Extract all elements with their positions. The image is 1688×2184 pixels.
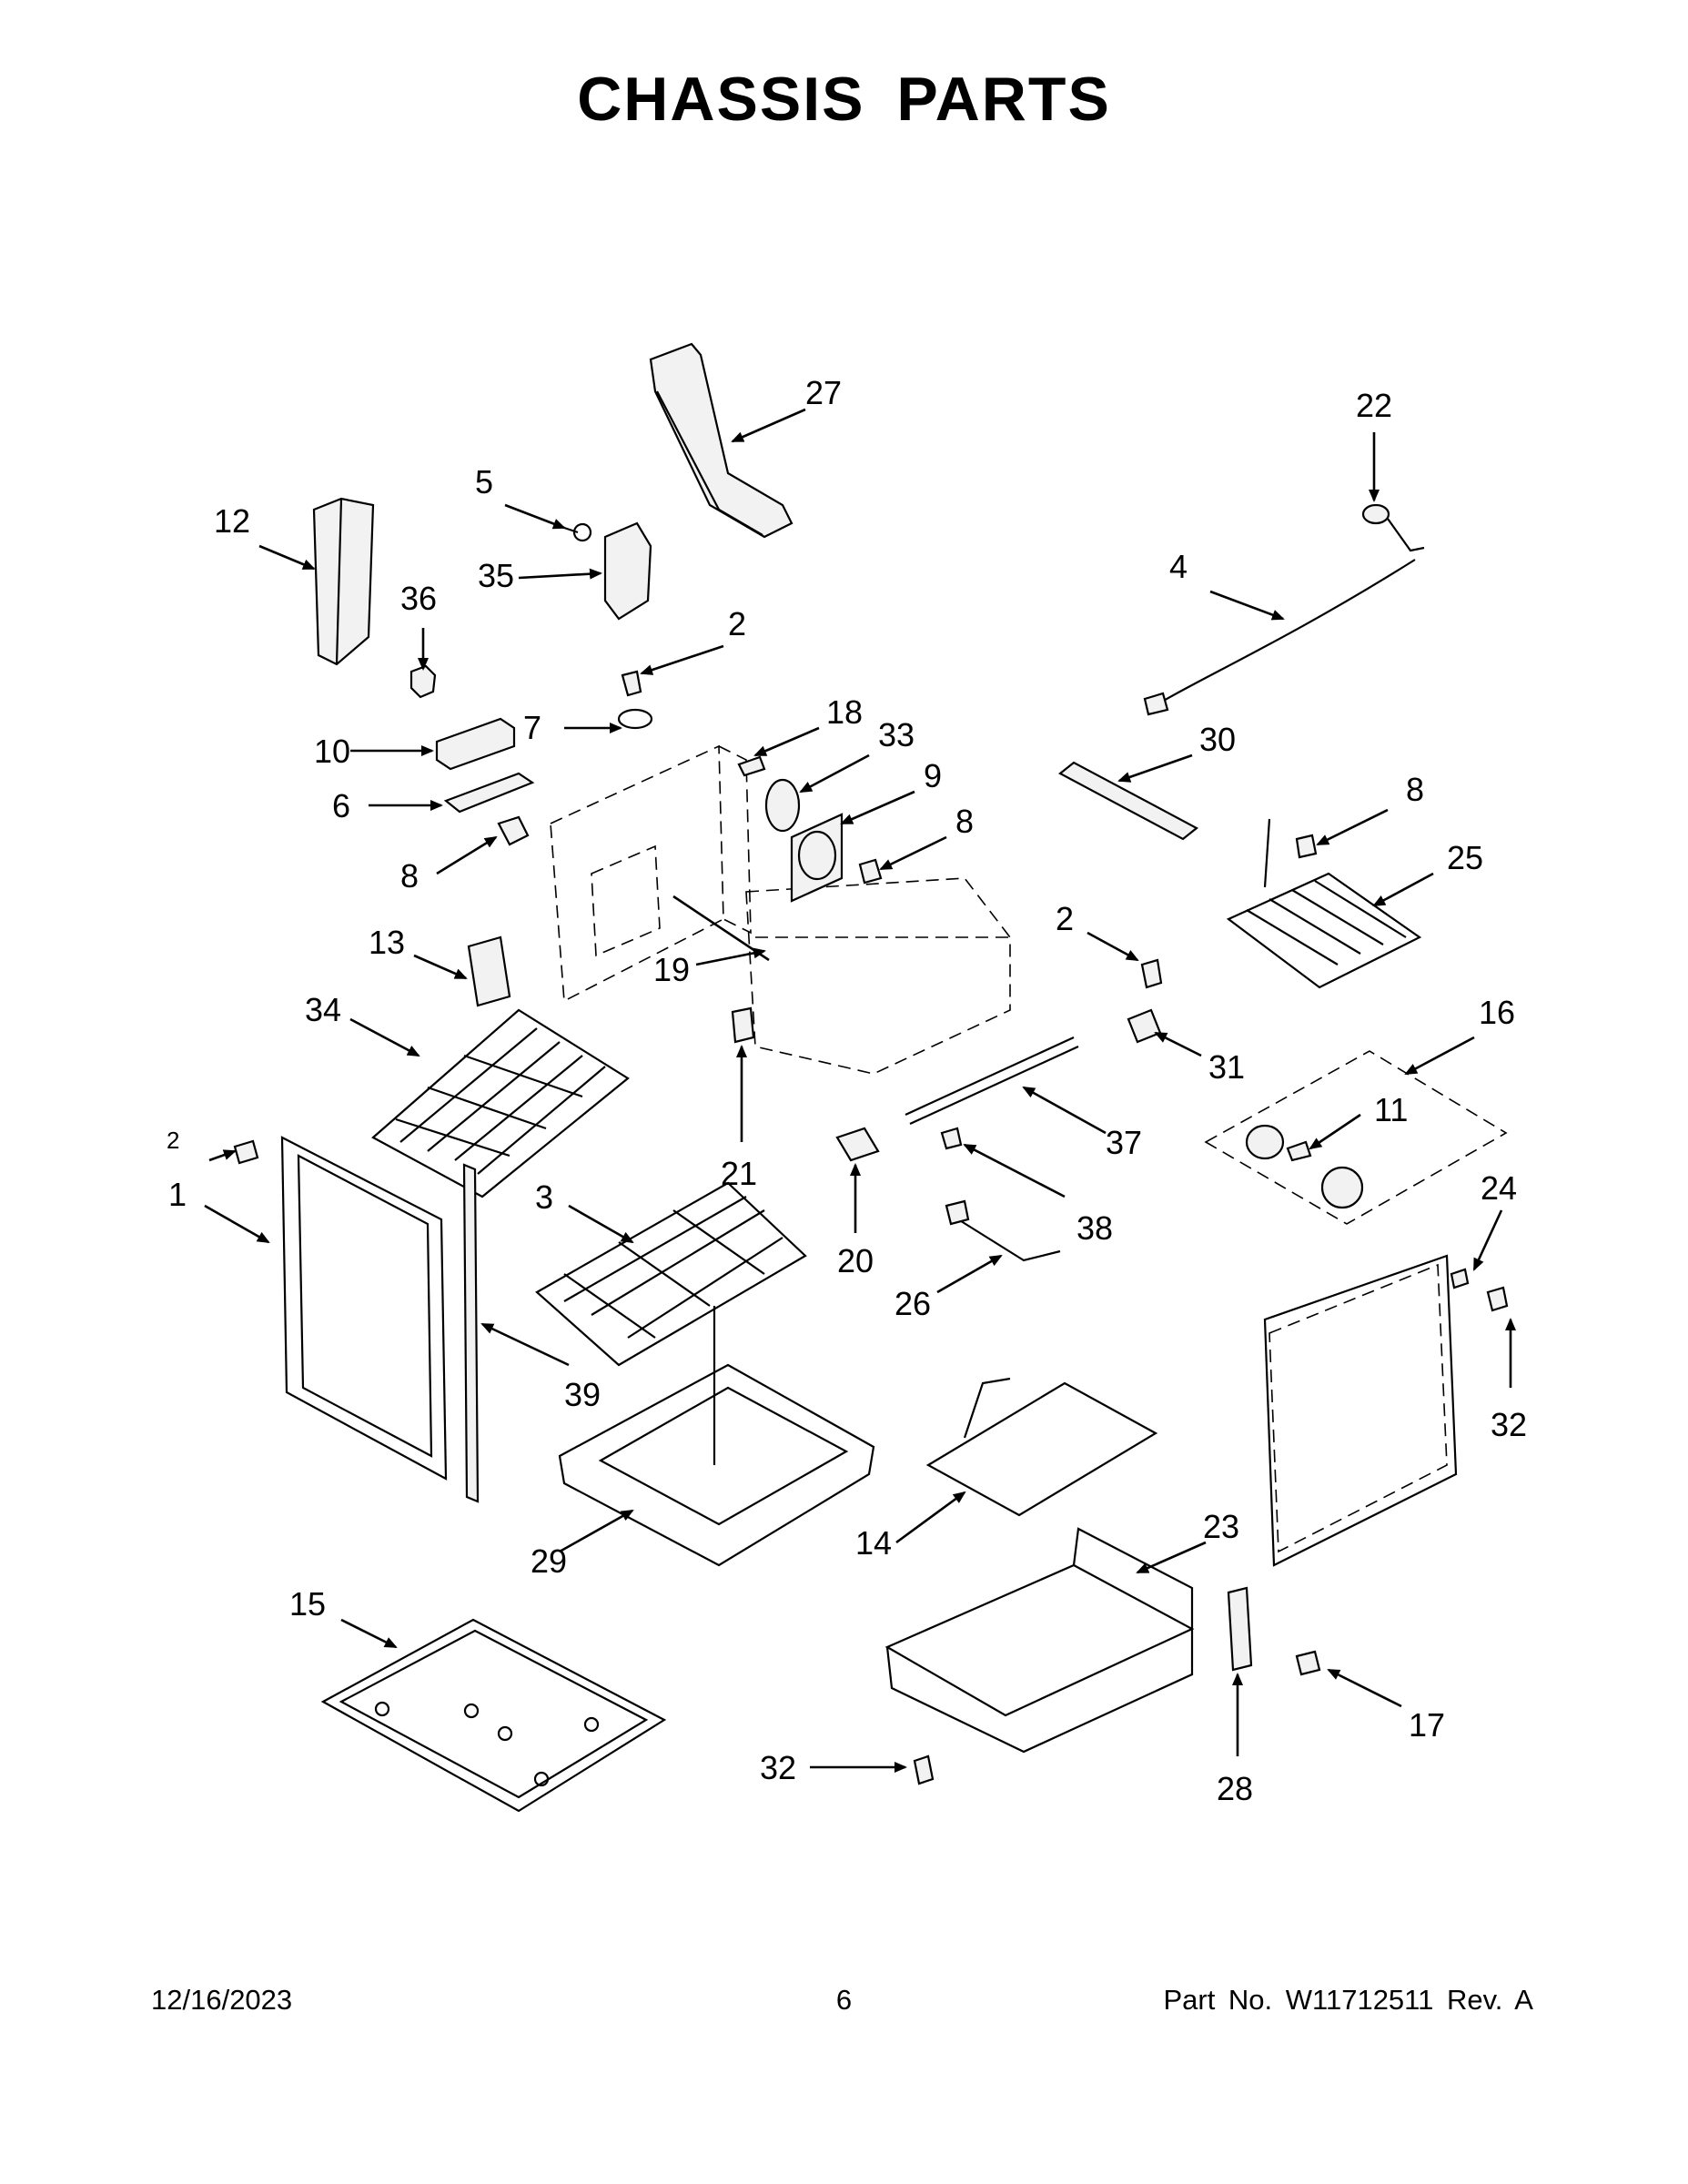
part-36-nut: [409, 664, 437, 699]
callout-29: 29: [531, 1542, 567, 1580]
callout-32-right: 32: [1491, 1406, 1527, 1443]
callout-28: 28: [1217, 1770, 1253, 1807]
callout-16: 16: [1479, 994, 1515, 1031]
callout-5: 5: [475, 463, 493, 500]
callout-8-mid: 8: [955, 803, 974, 840]
callout-22: 22: [1356, 387, 1392, 424]
callout-21: 21: [721, 1155, 757, 1192]
part-6-bracket: [443, 772, 535, 814]
part-12-bracket: [312, 497, 375, 666]
part-34-oven-rack: [371, 1008, 630, 1198]
part-28-bracket: [1227, 1586, 1253, 1672]
part-31-bracket: [1127, 1008, 1162, 1044]
part-8-screw-left: [497, 815, 530, 846]
part-8-screw-right: [1295, 834, 1318, 859]
callout-17: 17: [1409, 1706, 1445, 1744]
callout-10: 10: [314, 733, 350, 770]
footer-page-number: 6: [835, 1984, 853, 2016]
part-16-knob-kit: [1204, 1050, 1508, 1225]
callout-36: 36: [400, 580, 437, 617]
callout-30: 30: [1199, 721, 1236, 758]
part-39-trim-strip: [462, 1163, 480, 1503]
part-37-rail: [905, 1036, 1079, 1125]
part-2-screw-left: [233, 1139, 259, 1165]
callout-23: 23: [1203, 1508, 1239, 1545]
part-29-drawer: [558, 1306, 875, 1567]
callout-6: 6: [332, 787, 350, 824]
callout-13: 13: [369, 924, 405, 961]
part-15-bottom-panel: [320, 1618, 667, 1813]
callout-20: 20: [837, 1242, 874, 1279]
callout-2-left: 2: [167, 1127, 179, 1154]
part-32-screw-bottom: [913, 1754, 935, 1785]
callout-15: 15: [289, 1585, 326, 1623]
callout-2-right: 2: [1056, 900, 1074, 937]
callout-12: 12: [214, 502, 250, 540]
callout-4: 4: [1169, 548, 1188, 585]
callout-31: 31: [1208, 1048, 1245, 1086]
part-33-gasket: [764, 778, 801, 833]
callout-27: 27: [805, 374, 842, 411]
part-35-hinge-receptacle: [603, 521, 652, 621]
callout-11: 11: [1374, 1091, 1408, 1128]
footer-date: 12/16/2023: [151, 1984, 293, 2016]
page-title: CHASSIS PARTS: [577, 65, 1111, 134]
callout-26: 26: [895, 1285, 931, 1322]
callout-19: 19: [653, 951, 690, 988]
part-21-leveling-leg: [731, 1006, 755, 1044]
callout-25: 25: [1447, 839, 1483, 876]
callout-14: 14: [855, 1524, 892, 1562]
part-3-oven-rack: [535, 1181, 807, 1367]
callout-7: 7: [523, 709, 541, 746]
callout-labels: 27 22 5 12 35 4 36 2 7 18 33 10 30 9 6 8…: [167, 374, 1527, 1807]
part-5-screw: [563, 522, 592, 542]
callout-2-top: 2: [728, 605, 746, 642]
part-38-screw: [940, 1127, 963, 1150]
callout-9: 9: [924, 757, 942, 794]
callout-32-bottom: 32: [760, 1749, 796, 1786]
callout-3: 3: [535, 1178, 553, 1216]
footer-part-number: Part No. W11712511 Rev. A: [1163, 1984, 1533, 2016]
part-30-bracket: [1058, 761, 1198, 841]
part-25-broil-element: [1226, 818, 1422, 989]
callout-8-right: 8: [1406, 771, 1424, 808]
part-1-door-frame: [280, 1136, 448, 1481]
callout-1: 1: [168, 1176, 187, 1213]
part-24-screw: [1450, 1268, 1470, 1289]
callout-8-left: 8: [400, 857, 419, 895]
callout-39: 39: [564, 1376, 601, 1413]
part-2-screw-top: [621, 670, 642, 697]
callout-35: 35: [478, 557, 514, 594]
part-27-bracket: [649, 342, 793, 539]
part-19-chassis: [550, 744, 1011, 1075]
part-18-pin: [737, 755, 766, 777]
callout-38: 38: [1076, 1209, 1113, 1247]
part-9-fan-assembly: [790, 813, 844, 903]
callout-37: 37: [1106, 1124, 1142, 1161]
part-10-terminal-block: [435, 717, 516, 771]
part-22-grommet: [1361, 503, 1390, 525]
leader-arrows: [204, 408, 1516, 1773]
callout-24: 24: [1481, 1169, 1517, 1207]
part-26-sensor: [945, 1199, 1061, 1262]
part-32-screw-right: [1486, 1286, 1509, 1312]
callout-18: 18: [826, 693, 863, 731]
part-7-limit-switch: [617, 708, 653, 730]
part-11-knob: [1245, 1124, 1364, 1209]
callout-34: 34: [305, 991, 341, 1028]
part-2-screw-right: [1140, 958, 1163, 989]
part-4-wire-harness: [1143, 518, 1425, 716]
part-20-bracket: [835, 1127, 880, 1162]
part-14-bake-element: [925, 1377, 1158, 1517]
part-17-screw: [1295, 1650, 1321, 1676]
part-8-screw-mid: [858, 858, 883, 885]
part-rear-frame: [1263, 1254, 1458, 1567]
part-23-storage-drawer: [884, 1527, 1195, 1754]
callout-33: 33: [878, 716, 915, 753]
part-13-bracket: [467, 935, 511, 1007]
